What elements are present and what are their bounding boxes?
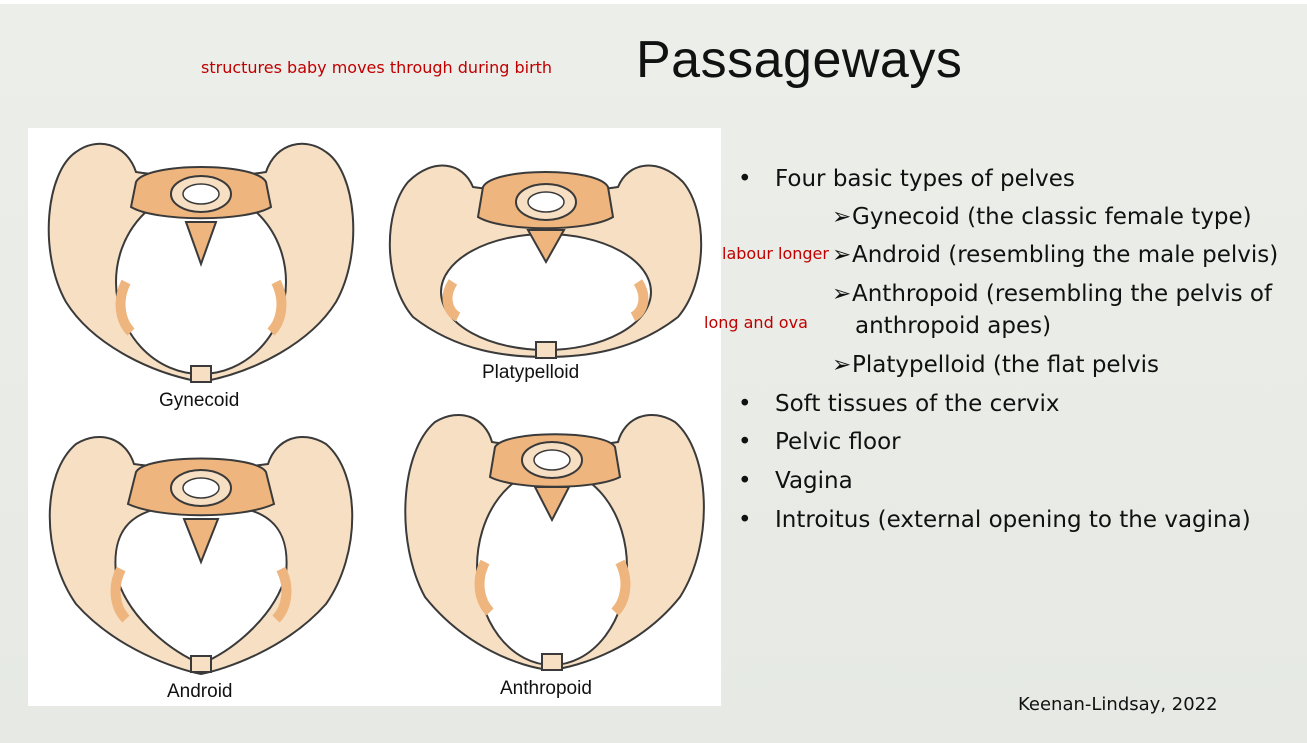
bullet-dot: •	[738, 507, 752, 533]
pelvis-anthropoid-illustration	[390, 402, 720, 674]
label-anthropoid: Anthropoid	[500, 678, 592, 699]
bullet-dot: •	[738, 166, 752, 192]
bullet-dot: •	[738, 391, 752, 417]
sub-item-anthropoid-continued: anthropoid apes)	[855, 313, 1052, 339]
slide-title: Passageways	[636, 31, 963, 89]
sub-item-text: Android (resembling the male pelvis)	[852, 242, 1279, 268]
arrow-bullet-icon: ➢	[832, 204, 852, 230]
bullet-text: Four basic types of pelves	[775, 166, 1075, 192]
sub-item-text: Gynecoid (the classic female type)	[852, 204, 1252, 230]
label-gynecoid: Gynecoid	[159, 390, 240, 411]
label-android: Android	[167, 681, 233, 702]
bullet-text: Introitus (external opening to the vagin…	[775, 507, 1251, 533]
bullet-dot: •	[738, 429, 752, 455]
pelvis-gynecoid-illustration	[36, 132, 366, 387]
arrow-bullet-icon: ➢	[832, 281, 852, 307]
arrow-bullet-icon: ➢	[832, 242, 852, 268]
citation: Keenan-Lindsay, 2022	[1018, 694, 1218, 715]
bullet-text: Pelvic floor	[775, 429, 901, 455]
sub-item-text: Anthropoid (resembling the pelvis of	[852, 281, 1273, 307]
label-platypelloid: Platypelloid	[482, 362, 580, 383]
sub-item-platypelloid: ➢Platypelloid (the flat pelvis	[832, 352, 1159, 378]
pelvis-platypelloid-illustration	[378, 142, 713, 362]
sub-item-text: Platypelloid (the flat pelvis	[852, 352, 1159, 378]
bullet-dot: •	[738, 468, 752, 494]
slide-top-border	[0, 0, 1307, 4]
bullet-text: Vagina	[775, 468, 853, 494]
sub-item-android: ➢Android (resembling the male pelvis)	[832, 242, 1278, 268]
sub-item-gynecoid: ➢Gynecoid (the classic female type)	[832, 204, 1252, 230]
arrow-bullet-icon: ➢	[832, 352, 852, 378]
pelvis-types-figure: Gynecoid Platypelloid	[28, 128, 721, 706]
annotation-note-labour-longer: labour longer	[722, 244, 829, 263]
annotation-note-long-and-oval: long and oval	[704, 313, 808, 332]
annotation-note-structures: structures baby moves through during bir…	[201, 58, 553, 77]
bullet-text: Soft tissues of the cervix	[775, 391, 1060, 417]
sub-item-anthropoid: ➢Anthropoid (resembling the pelvis of	[832, 281, 1272, 307]
pelvis-android-illustration	[36, 424, 366, 676]
